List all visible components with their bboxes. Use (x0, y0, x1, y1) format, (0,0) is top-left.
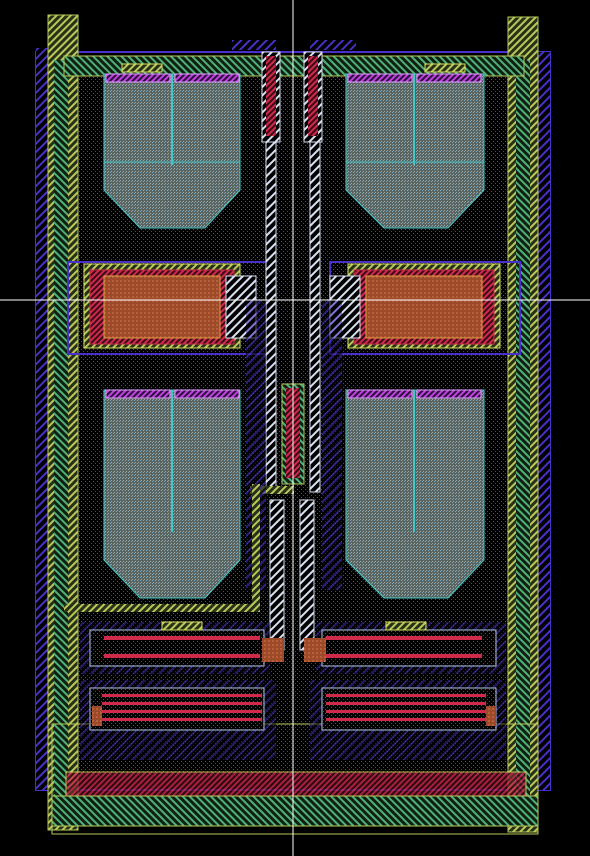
resistor-row-2-right[interactable] (310, 680, 506, 760)
resistor-row-1-left[interactable] (80, 621, 284, 674)
guard-ring-top (63, 55, 525, 77)
transistor-upper-left[interactable] (103, 73, 241, 229)
guard-ring-bottom (51, 723, 539, 835)
transistor-lower-left[interactable] (103, 389, 241, 599)
capacitor-right[interactable] (329, 261, 521, 355)
center-routing (64, 40, 356, 651)
guard-ring-left (36, 14, 79, 831)
resistor-row-2-left[interactable] (80, 680, 276, 760)
guard-ring-right (507, 16, 550, 833)
resistor-row-1-right[interactable] (304, 621, 506, 674)
transistor-upper-right[interactable] (345, 73, 485, 229)
capacitor-left[interactable] (67, 261, 269, 355)
transistor-lower-right[interactable] (345, 389, 485, 599)
